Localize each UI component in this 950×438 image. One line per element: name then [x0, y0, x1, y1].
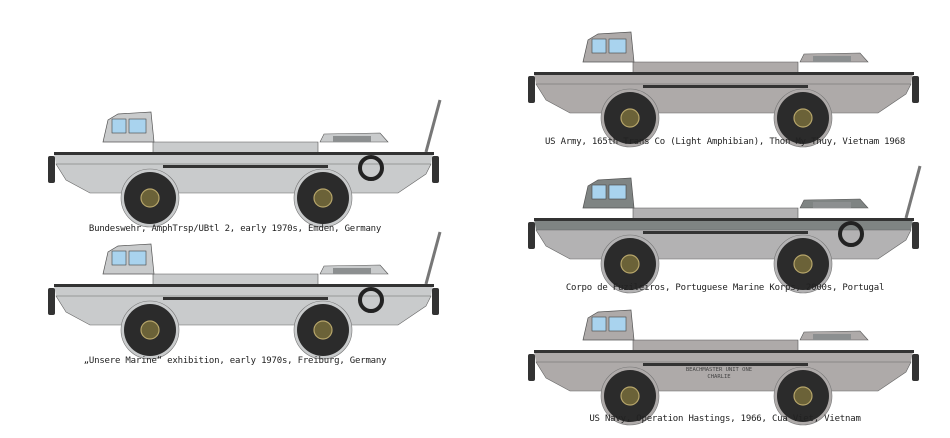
engine-grille [333, 268, 371, 274]
cab [582, 177, 635, 209]
wheel-hub [793, 254, 813, 274]
wheel-hub [620, 386, 640, 406]
antenna [424, 99, 442, 153]
vehicle-profile [528, 165, 922, 294]
rear-bumper [912, 222, 919, 249]
spare-tire [358, 155, 384, 181]
engine-grille [813, 334, 851, 340]
front-bumper [528, 76, 535, 103]
vehicle-profile [528, 31, 919, 148]
front-bumper [48, 156, 55, 183]
cab-window [591, 38, 607, 54]
upper-hull [534, 219, 913, 230]
cab-window [111, 118, 127, 134]
vehicle-profile [528, 309, 919, 426]
caption-us-army: US Army, 165th Trans Co (Light Amphibian… [544, 137, 906, 147]
cab-window [128, 118, 147, 134]
cab-window [608, 184, 627, 200]
hull [535, 83, 912, 114]
cab-window [591, 316, 607, 332]
antenna [424, 231, 442, 285]
upper-hull [534, 351, 913, 362]
vehicle-profile [48, 99, 442, 228]
wheel-hub [793, 108, 813, 128]
front-bumper [528, 222, 535, 249]
front-bumper [528, 354, 535, 381]
upper-hull [54, 153, 433, 164]
vehicle-profile [48, 231, 442, 360]
caption-portuguese: Corpo de Fuzileiros, Portuguese Marine K… [565, 283, 885, 293]
wheel-hub [140, 188, 160, 208]
front-bumper [48, 288, 55, 315]
wheel-hub [793, 386, 813, 406]
wheel-hub [620, 108, 640, 128]
engine-grille [813, 56, 851, 62]
rear-bumper [432, 288, 439, 315]
gunwale-rail [54, 284, 434, 287]
rear-bumper [432, 156, 439, 183]
hull-marking: BEACHMASTER UNIT ONE CHARLIE [685, 367, 753, 380]
gunwale-rail [534, 72, 914, 75]
side-rail [643, 363, 808, 366]
caption-unsere-marine: „Unsere Marine“ exhibition, early 1970s,… [83, 356, 387, 366]
rear-bumper [912, 76, 919, 103]
wheel-hub [313, 320, 333, 340]
cab [582, 309, 635, 341]
cab-window [608, 38, 627, 54]
caption-us-navy: US Navy, Operation Hastings, 1966, Cua V… [589, 414, 861, 424]
engine-grille [333, 136, 371, 142]
upper-hull [534, 73, 913, 84]
rear-bumper [912, 354, 919, 381]
caption-bundeswehr: Bundeswehr, AmphTrsp/UBtl 2, early 1970s… [88, 224, 382, 234]
spare-tire [838, 221, 864, 247]
wheel-hub [620, 254, 640, 274]
antenna [904, 165, 922, 219]
upper-hull [54, 285, 433, 296]
side-rail [643, 231, 808, 234]
spare-tire [358, 287, 384, 313]
cab [102, 243, 155, 275]
engine-grille [813, 202, 851, 208]
gunwale-rail [534, 218, 914, 221]
cab [582, 31, 635, 63]
side-rail [163, 165, 328, 168]
cab-window [591, 184, 607, 200]
wheel-hub [313, 188, 333, 208]
cab-window [111, 250, 127, 266]
cab [102, 111, 155, 143]
side-rail [163, 297, 328, 300]
side-rail [643, 85, 808, 88]
gunwale-rail [534, 350, 914, 353]
cab-window [128, 250, 147, 266]
wheel-hub [140, 320, 160, 340]
cab-window [608, 316, 627, 332]
gunwale-rail [54, 152, 434, 155]
